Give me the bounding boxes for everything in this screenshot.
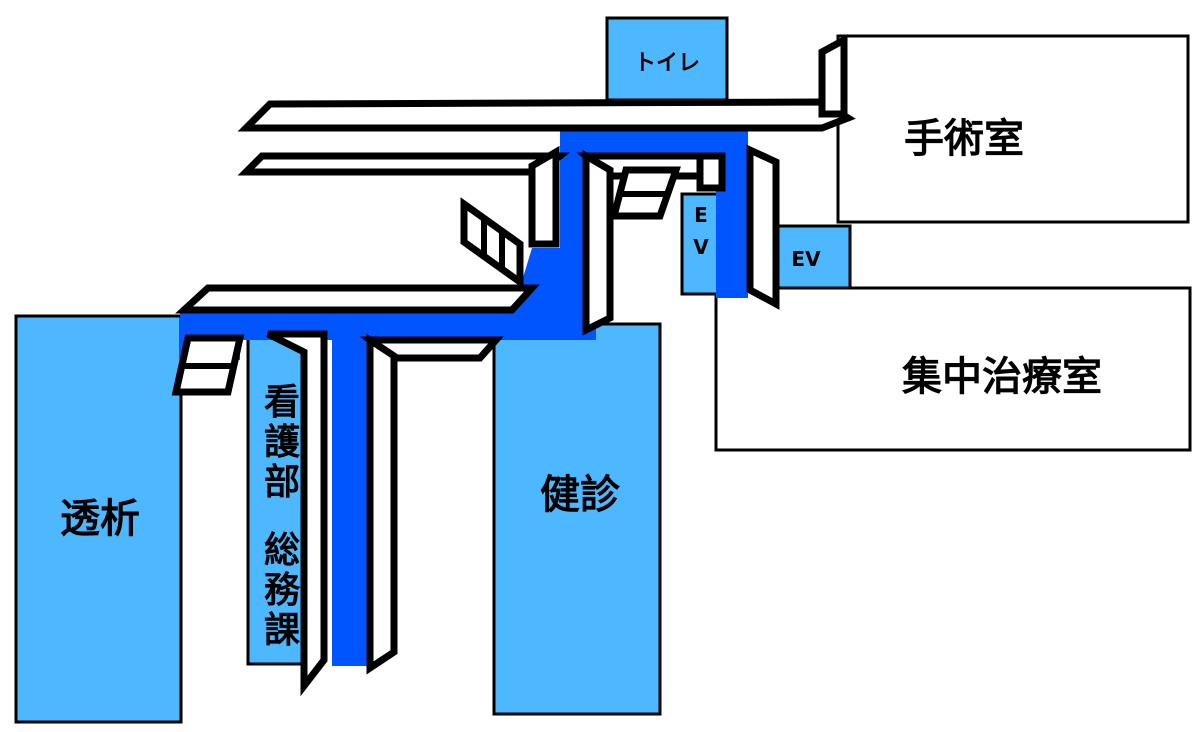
elevator-room-small bbox=[768, 224, 852, 290]
elevator-label-small: EV bbox=[791, 247, 821, 271]
dialysis-room bbox=[14, 314, 183, 724]
toilet-label: トイレ bbox=[634, 51, 700, 76]
icu-label: 集中治療室 bbox=[901, 354, 1102, 400]
health-checkup-label: 健診 bbox=[540, 472, 621, 518]
general-affairs-char-1: 総 bbox=[264, 530, 300, 571]
general-affairs-char-2: 務 bbox=[264, 570, 301, 611]
stairs-left bbox=[171, 334, 245, 396]
walls bbox=[175, 34, 856, 697]
icu-room bbox=[714, 286, 1192, 452]
elevator-label-vertical-e: E bbox=[694, 203, 708, 227]
nursing-dept-char-1: 看 bbox=[264, 382, 300, 423]
health-checkup-room bbox=[492, 322, 662, 716]
nursing-dept-char-3: 部 bbox=[264, 462, 300, 503]
stairs-upper-right bbox=[609, 166, 681, 220]
nursing-dept-label: 看 護 部 bbox=[264, 382, 301, 503]
surgery-label: 手術室 bbox=[904, 116, 1024, 162]
nursing-dept-char-2: 護 bbox=[264, 422, 301, 463]
toilet-room bbox=[605, 16, 729, 102]
surgery-room bbox=[836, 34, 1190, 224]
general-affairs-char-3: 課 bbox=[264, 610, 300, 651]
general-affairs-label: 総 務 課 bbox=[264, 530, 301, 651]
stairs-center bbox=[460, 197, 524, 289]
dialysis-label: 透析 bbox=[60, 496, 140, 542]
elevator-label-vertical-v: V bbox=[693, 235, 709, 259]
